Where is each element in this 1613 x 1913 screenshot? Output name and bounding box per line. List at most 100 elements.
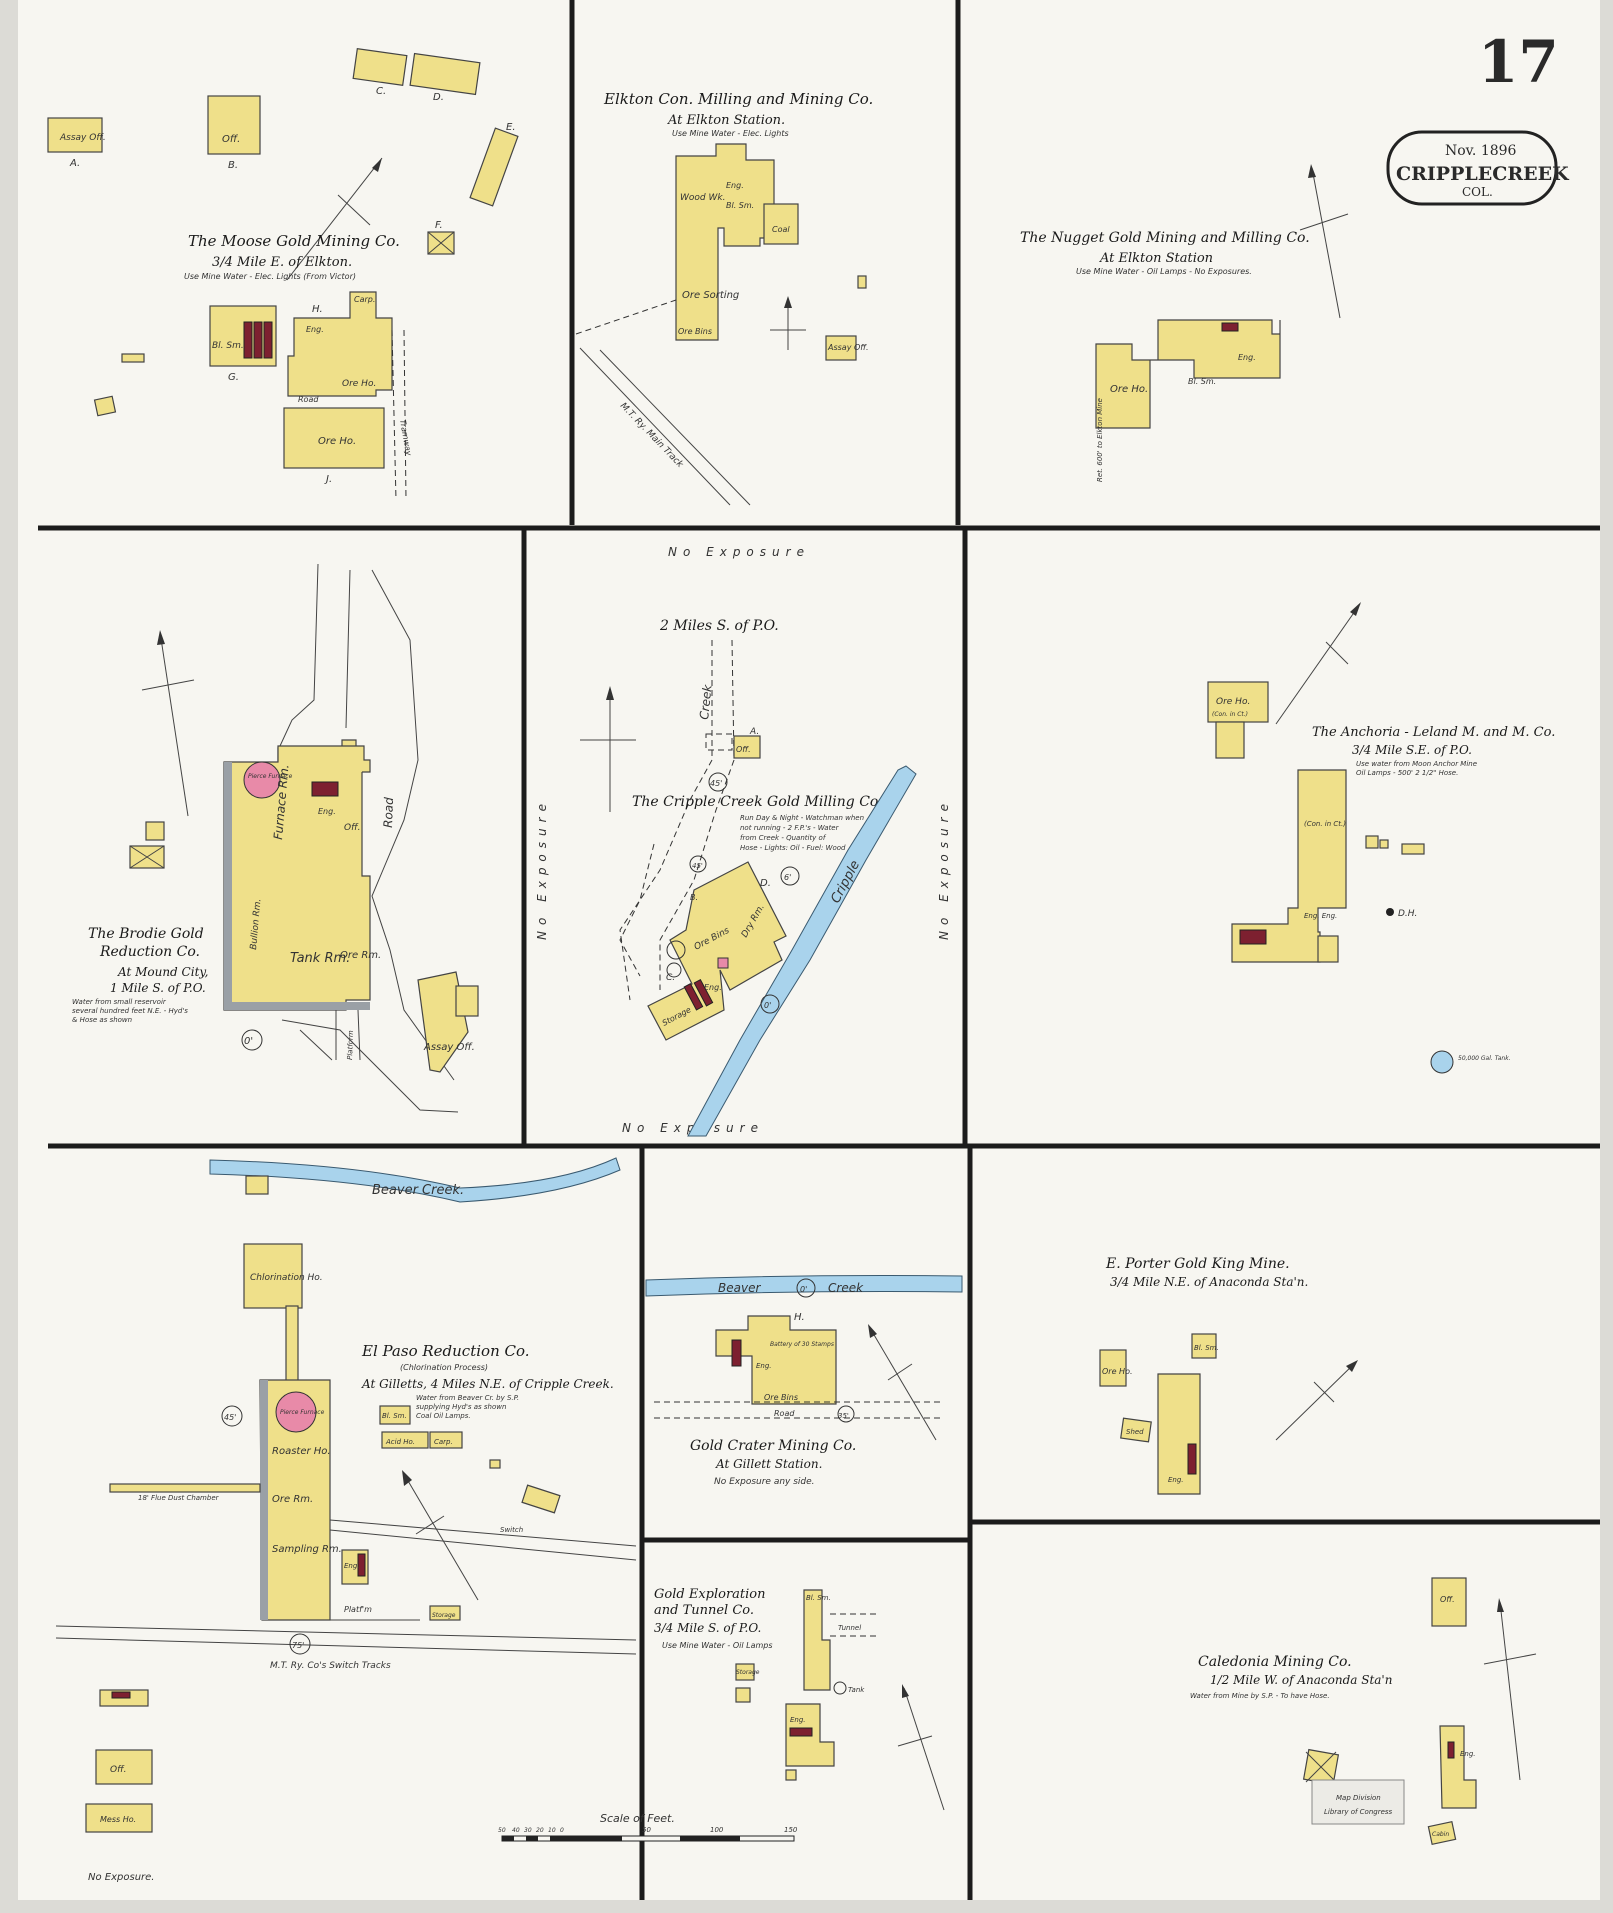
cripple-height-3: 0' [764,1001,771,1010]
cripple-exposure-bottom: No Exposure [622,1121,764,1135]
brodie-location-2: 1 Mile S. of P.O. [110,981,206,995]
elpaso-label-7: Carp. [434,1438,453,1446]
sheet-number: 17 [1478,28,1559,96]
caledonia-note: Water from Mine by S.P. - To have Hose. [1190,1692,1330,1700]
elpaso-label-10: Platf'm [344,1605,372,1614]
cripple-height-0: 45' [710,779,722,788]
exploration-location: 3/4 Mile S. of P.O. [654,1621,761,1635]
cripple-exposure-left: No Exposure [535,798,549,940]
anchoria-label-1: (Con. in Ct.) [1212,711,1248,718]
anchoria-location: 3/4 Mile S.E. of P.O. [1352,743,1472,757]
moose-letter-d: D. [433,92,444,103]
elpaso-label-12: Mess Ho. [100,1815,136,1824]
elpaso-label-0: Chlorination Ho. [250,1273,323,1283]
cripple-letter-a: A. [749,727,759,737]
cripple-label-0: Off. [736,745,751,754]
brodie-label-9: Platform [346,1030,355,1060]
crater-note: No Exposure any side. [714,1477,815,1487]
caledonia-label-1: Eng. [1460,1750,1476,1758]
moose-label-4: Ore Ho. [342,379,376,389]
elpaso-location: At Gilletts, 4 Miles N.E. of Cripple Cre… [361,1377,614,1391]
cripple-title: The Cripple Creek Gold Milling Co. [632,794,883,810]
crater-creek-2: Creek [828,1281,864,1295]
brodie-note-2: several hundred feet N.E. - Hyd's [72,1007,188,1015]
brodie-location-1: At Mound City, [117,965,208,979]
caledonia-label-2: Cabin [1432,1831,1449,1838]
moose-letter-f: F. [435,220,443,231]
elpaso-label-8: Eng. [344,1562,360,1570]
moose-letter-c: C. [376,86,386,97]
city-name: CRIPPLECREEK [1396,163,1570,185]
cripple-height-1: 45' [692,862,703,870]
scale-tick-2: 30 [524,1827,532,1834]
anchoria-note-1: Use water from Moon Anchor Mine [1356,760,1477,768]
porter-location: 3/4 Mile N.E. of Anaconda Sta'n. [1110,1275,1308,1289]
elpaso-note-2: supplying Hyd's as shown [416,1403,506,1411]
brodie-label-0: Pierce Furnace [248,773,293,780]
elpaso-process: (Chlorination Process) [400,1363,488,1372]
porter-label-2: Shed [1126,1428,1144,1436]
exploration-label-1: Tunnel [838,1624,861,1632]
scale-of-feet: Scale of Feet. 50 40 30 20 10 0 50 100 1… [498,1812,798,1842]
panel-moose-gold-mining: Assay Off. A. Off. B. C. D. E. F. The Mo… [47,47,519,501]
elpaso-label-3: Ore Rm. [272,1494,313,1505]
exploration-label-2: Tank [848,1686,865,1694]
elpaso-label-11: Off. [110,1765,126,1775]
caledonia-location: 1/2 Mile W. of Anaconda Sta'n [1210,1673,1392,1687]
crater-height-1: 35' [838,1412,849,1420]
crater-label-0: Battery of 30 Stamps [770,1341,834,1348]
exploration-label-0: Bl. Sm. [806,1594,831,1602]
scale-tick-4: 10 [548,1827,556,1834]
elpaso-note-1: Water from Beaver Cr. by S.P. [416,1394,519,1402]
moose-letter-j: J. [324,474,332,485]
elkton-note: Use Mine Water - Elec. Lights [672,129,789,138]
cripple-note-4: Hose - Lights: Oil - Fuel: Wood [740,844,846,852]
crater-creek-1: Beaver [718,1281,761,1295]
anchoria-label-2: (Con. in Ct.) [1304,820,1346,828]
scale-tick-0: 50 [498,1827,506,1834]
moose-letter-a: A. [69,158,80,169]
brodie-note-3: & Hose as shown [72,1016,132,1024]
crater-label-3: Road [774,1409,795,1418]
elpaso-creek: Beaver Creek. [372,1183,464,1198]
nugget-label-0: Ore Ho. [1110,384,1148,395]
scale-tick-8: 150 [784,1826,798,1834]
panel-gold-crater: Beaver 0' Creek H. Battery of 30 Stamps … [645,1275,963,1487]
brodie-label-8: Road [381,797,396,829]
city-cartouche [1386,130,1558,206]
elkton-label-2: Bl. Sm. [726,201,754,210]
moose-label-3: Eng. [306,325,324,334]
elkton-label-1: Eng. [726,181,744,190]
sheet-header: 17 Nov. 1896 CRIPPLECREEK COL. [1386,28,1570,206]
anchoria-label-3: Eng. Eng. [1304,912,1337,920]
anchoria-title: The Anchoria - Leland M. and M. Co. [1312,725,1555,740]
exploration-title-1: Gold Exploration [654,1587,766,1602]
exploration-label-3: Eng. [790,1716,806,1724]
scale-tick-6: 50 [642,1826,651,1834]
cripple-letter-c: C. [666,973,675,983]
porter-label-1: Bl. Sm. [1194,1344,1219,1352]
elkton-location: At Elkton Station. [667,113,785,128]
panel-cripple-creek-milling: No Exposure No Exposure No Exposure No E… [535,545,951,1137]
elkton-title: Elkton Con. Milling and Mining Co. [603,90,873,108]
elpaso-flue: 18' Flue Dust Chamber [138,1494,220,1502]
elpaso-label-6: Acid Ho. [385,1438,415,1446]
crater-height-0: 0' [800,1285,807,1294]
panel-brodie-reduction: Pierce Furnace Furnace Rm. Bullion Rm. T… [72,563,479,1113]
elpaso-exposure: No Exposure. [88,1872,154,1883]
panel-porter-gold-king: E. Porter Gold King Mine. 3/4 Mile N.E. … [1099,1256,1358,1495]
cripple-height-2: 6' [784,873,791,882]
stamp-line-1: Map Division [1336,1794,1381,1802]
moose-label-5: Ore Ho. [318,436,356,447]
cripple-label-3: Eng. [704,983,722,992]
elpaso-height-0: 45' [224,1413,236,1422]
scale-tick-5: 0 [560,1827,564,1834]
scale-tick-1: 40 [512,1827,520,1834]
crater-location: At Gillett Station. [715,1457,822,1471]
elkton-label-3: Coal [772,225,790,234]
stamp-line-2: Library of Congress [1324,1808,1393,1816]
elkton-track: M.T. Ry. Main Track [618,401,685,470]
moose-title: The Moose Gold Mining Co. [188,232,400,250]
moose-label-1: Off. [222,134,240,145]
moose-label-8: Tramway [398,419,413,457]
